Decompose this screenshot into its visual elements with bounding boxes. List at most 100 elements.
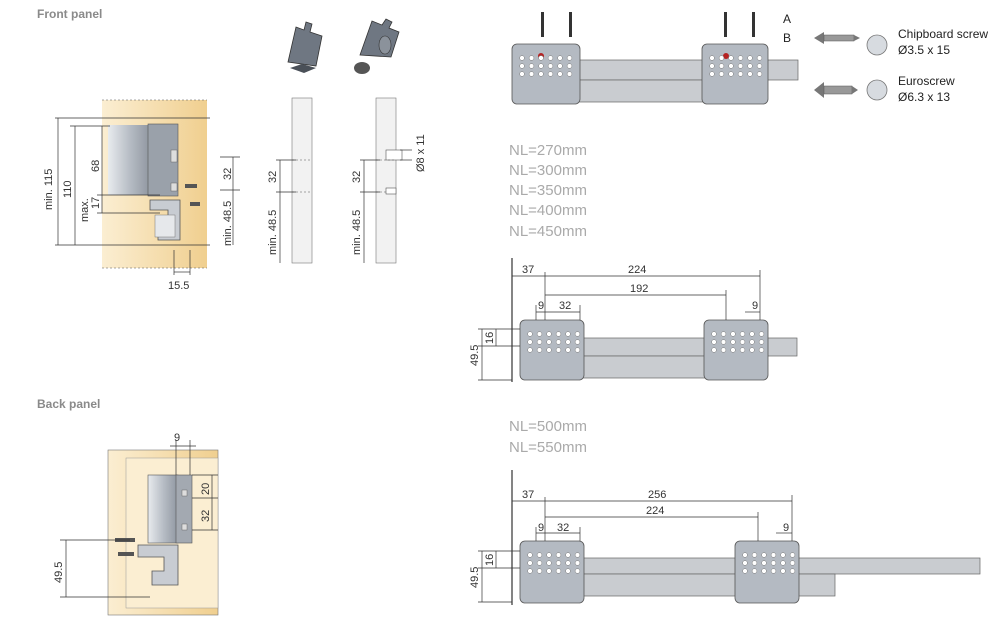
euroscrew-icon — [814, 79, 888, 101]
mounting-hole — [742, 560, 748, 566]
mounting-hole — [574, 339, 581, 345]
dim-9-back: 9 — [174, 432, 180, 444]
chipboard-screw-name: Chipboard screw — [898, 27, 988, 41]
mounting-hole — [761, 568, 767, 574]
mounting-hole — [519, 55, 525, 61]
mounting-hole — [527, 339, 533, 345]
mounting-hole — [780, 560, 786, 566]
mounting-hole — [527, 347, 533, 353]
mounting-hole — [737, 55, 744, 61]
g2-dim-16: 16 — [484, 554, 496, 566]
mounting-hole — [546, 347, 552, 353]
front-bracket-clip-right — [354, 18, 400, 74]
label-a: A — [783, 12, 791, 26]
mounting-hole — [751, 568, 758, 574]
nl-item-350: NL=350mm — [509, 182, 587, 199]
runner-top-view — [511, 12, 799, 105]
mounting-hole — [546, 339, 552, 345]
label-b: B — [783, 31, 791, 45]
g1-dim-37: 37 — [522, 264, 534, 276]
nl-item-300: NL=300mm — [509, 162, 587, 179]
front-panel-board-2 — [360, 97, 412, 264]
g1-dim-9a: 9 — [538, 300, 544, 312]
mounting-hole — [720, 347, 727, 353]
g2-dim-49-5: 49.5 — [469, 567, 481, 588]
mounting-hole — [527, 568, 533, 574]
g2-dim-37: 37 — [522, 489, 534, 501]
g1-dim-16: 16 — [484, 332, 496, 344]
mounting-hole — [574, 560, 581, 566]
mounting-hole — [557, 55, 563, 61]
mounting-hole — [728, 55, 734, 61]
mounting-hole — [789, 568, 796, 574]
mounting-hole — [536, 552, 543, 558]
runner-drawing-group1 — [478, 258, 798, 382]
mounting-hole — [536, 560, 543, 566]
mounting-hole — [536, 568, 543, 574]
mounting-hole — [528, 63, 535, 69]
euroscrew-size: Ø6.3 x 13 — [898, 90, 950, 104]
mounting-hole — [770, 552, 777, 558]
mounting-hole — [546, 560, 552, 566]
front-panel-section-drawing — [55, 99, 240, 275]
mounting-hole — [538, 55, 544, 61]
mounting-hole — [758, 339, 765, 345]
g1-dim-192: 192 — [630, 283, 648, 295]
dim-68: 68 — [90, 160, 102, 172]
mounting-hole — [557, 71, 563, 77]
dim-15-5: 15.5 — [168, 280, 189, 292]
mounting-hole — [756, 63, 763, 69]
mounting-hole — [770, 560, 777, 566]
dim-32-back: 32 — [200, 510, 212, 522]
nl-list-group1: NL=270mm NL=300mm NL=350mm NL=400mm NL=4… — [509, 142, 587, 240]
mounting-hole — [749, 331, 755, 337]
mounting-hole — [770, 568, 777, 574]
mounting-hole — [527, 552, 533, 558]
mounting-hole — [528, 55, 535, 61]
g2-dim-256: 256 — [648, 489, 666, 501]
mounting-hole — [711, 339, 717, 345]
mounting-hole — [711, 331, 717, 337]
mounting-hole — [761, 560, 767, 566]
mounting-hole — [718, 71, 725, 77]
mounting-hole — [756, 71, 763, 77]
g2-dim-32: 32 — [557, 522, 569, 534]
dim-110: 110 — [62, 180, 74, 198]
mounting-hole — [566, 55, 573, 61]
runner-drawing-group2 — [478, 470, 981, 605]
nl-item-500: NL=500mm — [509, 418, 587, 435]
mounting-hole — [555, 552, 562, 558]
mounting-hole — [536, 347, 543, 353]
mounting-hole — [546, 552, 552, 558]
mounting-holes — [519, 55, 796, 574]
mounting-hole — [749, 347, 755, 353]
mounting-hole — [747, 71, 753, 77]
mounting-hole — [538, 63, 544, 69]
back-panel-section-drawing — [60, 440, 219, 616]
mounting-hole — [756, 55, 763, 61]
nl-item-270: NL=270mm — [509, 142, 587, 159]
mounting-hole — [519, 71, 525, 77]
mounting-hole — [789, 560, 796, 566]
dim-32-front: 32 — [222, 168, 234, 180]
mounting-hole — [566, 71, 573, 77]
mounting-hole — [565, 331, 571, 337]
g2-dim-9a: 9 — [538, 522, 544, 534]
front-panel-board-1 — [276, 97, 313, 264]
g1-dim-224: 224 — [628, 264, 646, 276]
mounting-hole — [737, 63, 744, 69]
dim-20-back: 20 — [200, 483, 212, 495]
dim-min-48-5-panel2: min. 48.5 — [351, 210, 363, 255]
mounting-hole — [527, 560, 533, 566]
mounting-hole — [546, 331, 552, 337]
mounting-hole — [555, 568, 562, 574]
mounting-hole — [751, 552, 758, 558]
mounting-hole — [730, 339, 736, 345]
mounting-hole — [739, 347, 746, 353]
mounting-hole — [747, 63, 753, 69]
mounting-hole — [519, 63, 525, 69]
mounting-hole — [758, 347, 765, 353]
g2-dim-224: 224 — [646, 505, 664, 517]
mounting-hole — [789, 552, 796, 558]
